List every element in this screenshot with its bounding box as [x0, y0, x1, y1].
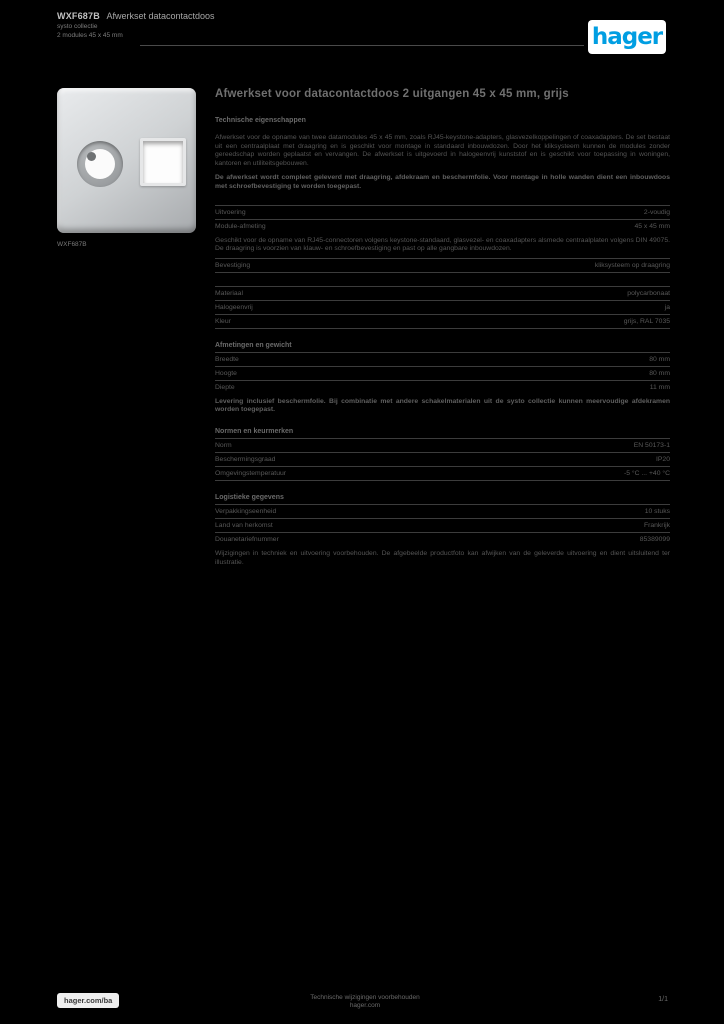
product-image — [57, 88, 196, 233]
round-opening-notch — [87, 152, 96, 161]
spec-label: Land van herkomst — [215, 521, 273, 529]
footer-url-link[interactable]: hager.com/ba — [57, 993, 120, 1008]
spec-row: Materiaal polycarbonaat — [215, 285, 670, 300]
spec-value: EN 50173-1 — [633, 441, 670, 449]
spec-label: Uitvoering — [215, 208, 246, 216]
spec-row: Bevestiging kliksysteem op draagring — [215, 257, 670, 273]
spec-note: Wijzigingen in techniek en uitvoering vo… — [215, 549, 670, 566]
spec-label: Kleur — [215, 317, 231, 325]
spec-label: Beschermingsgraad — [215, 455, 276, 463]
spec-row: Kleur grijs, RAL 7035 — [215, 313, 670, 329]
spec-value: 80 mm — [649, 355, 670, 363]
header-subline-2: 2 modules 45 x 45 mm — [57, 32, 123, 39]
spec-value: 11 mm — [649, 383, 670, 391]
hager-logo: hager — [588, 20, 666, 54]
spec-value: 45 x 45 mm — [634, 222, 670, 230]
spec-label: Omgevingstemperatuur — [215, 469, 287, 477]
spec-label: Halogeenvrij — [215, 303, 253, 311]
spec-value: polycarbonaat — [627, 289, 670, 297]
product-note: De afwerkset wordt compleet geleverd met… — [215, 174, 670, 190]
spec-row: Beschermingsgraad IP20 — [215, 451, 670, 466]
footer-disclaimer-line-1: Technische wijzigingen voorbehouden — [310, 994, 420, 1001]
spec-value: 85389099 — [639, 535, 670, 543]
product-image-block: WXF687B — [57, 88, 196, 248]
spec-row: Douanetariefnummer 85389099 — [215, 531, 670, 546]
spec-row: Omgevingstemperatuur -5 °C ... +40 °C — [215, 465, 670, 481]
round-opening — [77, 141, 123, 187]
spec-value: kliksysteem op draagring — [594, 261, 670, 269]
spec-label: Hoogte — [215, 369, 237, 377]
spec-label: Bevestiging — [215, 261, 251, 269]
footer-page-number: 1/1 — [658, 996, 668, 1003]
product-caption: WXF687B — [57, 241, 87, 248]
spec-label: Breedte — [215, 355, 239, 363]
header-divider — [140, 45, 584, 46]
spec-section-heading: Normen en keurmerken — [215, 427, 294, 435]
spec-label: Module-afmeting — [215, 222, 266, 230]
spec-value: grijs, RAL 7035 — [623, 317, 670, 325]
spec-note: Geschikt voor de opname van RJ45-connect… — [215, 236, 670, 253]
product-title: Afwerkset voor datacontactdoos 2 uitgang… — [215, 88, 569, 100]
header-reference-block: WXF687B Afwerkset datacontactdoos systo … — [57, 11, 215, 39]
product-reference: WXF687B — [57, 11, 100, 21]
spec-label: Verpakkingseenheid — [215, 507, 277, 515]
product-short-name: Afwerkset datacontactdoos — [106, 11, 215, 21]
spec-value: -5 °C ... +40 °C — [623, 469, 670, 477]
spec-label: Norm — [215, 441, 232, 449]
header-subline-1: systo collectie — [57, 23, 98, 30]
spec-value: Frankrijk — [643, 521, 670, 529]
spec-row: Verpakkingseenheid 10 stuks — [215, 503, 670, 518]
square-opening — [140, 138, 186, 186]
spec-note: Levering inclusief beschermfolie. Bij co… — [215, 397, 670, 414]
spec-row: Halogeenvrij ja — [215, 299, 670, 314]
header-line-1: WXF687B Afwerkset datacontactdoos — [57, 11, 215, 21]
spec-row: Module-afmeting 45 x 45 mm — [215, 218, 670, 233]
hager-logo-text: hager — [591, 24, 663, 50]
spec-value: ja — [664, 303, 670, 311]
spec-row: Diepte 11 mm — [215, 379, 670, 394]
spec-row: Land van herkomst Frankrijk — [215, 517, 670, 532]
spec-label: Materiaal — [215, 289, 243, 297]
spec-row: Uitvoering 2-voudig — [215, 204, 670, 219]
spec-label: Diepte — [215, 383, 235, 391]
spec-section-heading: Logistieke gegevens — [215, 493, 284, 501]
spec-row: Hoogte 80 mm — [215, 365, 670, 380]
spec-value: 80 mm — [649, 369, 670, 377]
product-description: Afwerkset voor de opname van twee datamo… — [215, 134, 670, 167]
spec-section-heading: Afmetingen en gewicht — [215, 341, 292, 349]
footer-disclaimer-line-2: hager.com — [349, 1002, 381, 1009]
tech-data-heading: Technische eigenschappen — [215, 117, 306, 124]
spec-value: IP20 — [656, 455, 670, 463]
spec-value: 10 stuks — [644, 507, 670, 515]
footer-disclaimer: Technische wijzigingen voorbehouden hage… — [300, 994, 430, 1010]
spec-label: Douanetariefnummer — [215, 535, 279, 543]
spec-row: Norm EN 50173-1 — [215, 437, 670, 452]
spec-row: Breedte 80 mm — [215, 351, 670, 366]
spec-value: 2-voudig — [643, 208, 670, 216]
main-content: Afwerkset voor datacontactdoos 2 uitgang… — [215, 88, 670, 571]
